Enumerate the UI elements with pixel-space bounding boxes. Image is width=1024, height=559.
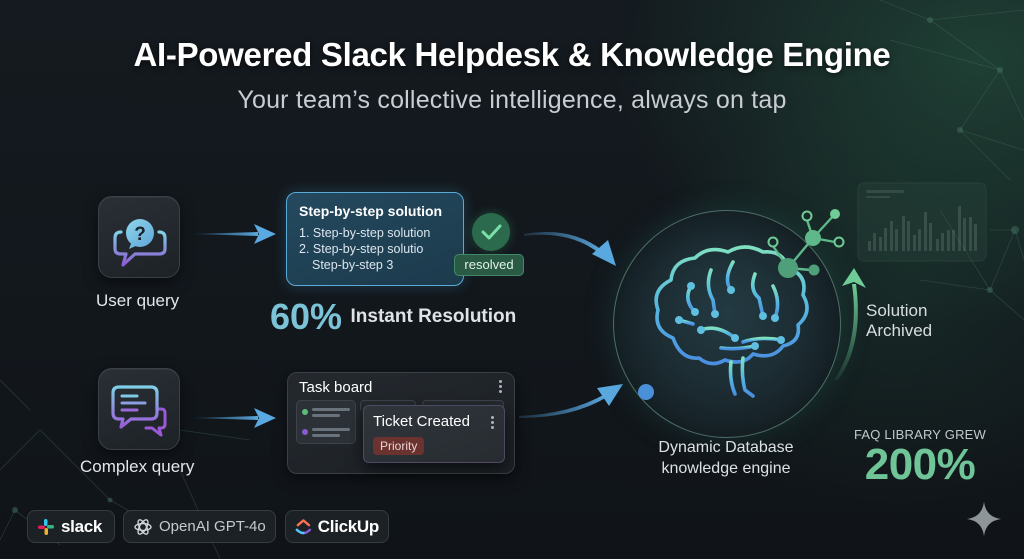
faq-growth-label: FAQ LIBRARY GREW: [853, 427, 987, 442]
arrow-curved-up-icon: [519, 384, 623, 418]
resolved-badge: resolved: [454, 254, 524, 276]
multi-chat-icon: [111, 385, 167, 437]
solution-card-title: Step-by-step solution: [299, 203, 443, 219]
complex-query-label: Complex query: [80, 457, 195, 476]
ticket-title: Ticket Created: [373, 413, 470, 430]
faq-growth-value: 200%: [864, 440, 976, 489]
user-query-label: User query: [96, 291, 180, 310]
svg-text:?: ?: [134, 224, 146, 245]
integration-openai-label: OpenAI GPT-4o: [159, 518, 266, 535]
sparkle-icon: [967, 502, 1001, 536]
solution-archived-line1: Solution: [866, 301, 928, 320]
status-dot-purple: [302, 429, 308, 435]
complex-query-tile: [98, 368, 180, 450]
user-query-tile: ?: [98, 196, 180, 278]
status-dot-green: [302, 409, 308, 415]
brain-network-icon: [638, 209, 845, 400]
integration-slack-label: slack: [61, 516, 103, 536]
knowledge-engine-label: Dynamic Database knowledge engine: [626, 437, 826, 479]
solution-archived-label: Solution Archived: [866, 301, 932, 341]
arrow-right-icon: [192, 224, 276, 244]
solution-archived-line2: Archived: [866, 321, 933, 340]
solution-step: 2. Step-by-step solutio: [299, 242, 424, 256]
page-title: AI-Powered Slack Helpdesk & Knowledge En…: [133, 36, 891, 73]
resolved-check: [472, 213, 510, 251]
task-column: [296, 400, 356, 444]
knowledge-engine-circle: [613, 210, 841, 438]
task-board-menu-icon[interactable]: [499, 380, 503, 395]
arrow-right-icon: [192, 408, 276, 428]
priority-badge: Priority: [373, 437, 425, 455]
integration-clickup-label: ClickUp: [317, 516, 380, 536]
instant-resolution-stat: 60% Instant Resolution: [270, 296, 516, 338]
clickup-logo-icon: [295, 518, 312, 534]
instant-resolution-value: 60%: [270, 296, 343, 337]
solution-step: 1. Step-by-step solution: [299, 226, 431, 240]
question-chat-icon: ?: [113, 219, 167, 267]
ticket-card[interactable]: Ticket Created Priority: [363, 405, 505, 463]
instant-resolution-label: Instant Resolution: [350, 306, 517, 327]
ticket-menu-icon[interactable]: [491, 416, 495, 431]
solution-step: Step-by-step 3: [312, 258, 394, 272]
page-subtitle: Your team’s collective intelligence, alw…: [237, 86, 787, 114]
knowledge-engine-label-line1: Dynamic Database: [658, 439, 794, 456]
knowledge-engine-label-line2: knowledge engine: [661, 460, 791, 477]
openai-logo-icon: [134, 518, 152, 535]
arrow-curved-down-icon: [524, 232, 616, 266]
arrow-curved-up-feedback-icon: [834, 268, 866, 380]
solution-card: Step-by-step solution 1. Step-by-step so…: [286, 192, 464, 286]
check-icon: [481, 224, 502, 240]
task-board-title: Task board: [299, 379, 373, 396]
integration-slack: slack: [27, 510, 115, 543]
slack-logo-icon: [38, 518, 54, 535]
integration-clickup: ClickUp: [285, 510, 389, 543]
integration-openai: OpenAI GPT-4o: [123, 510, 276, 543]
